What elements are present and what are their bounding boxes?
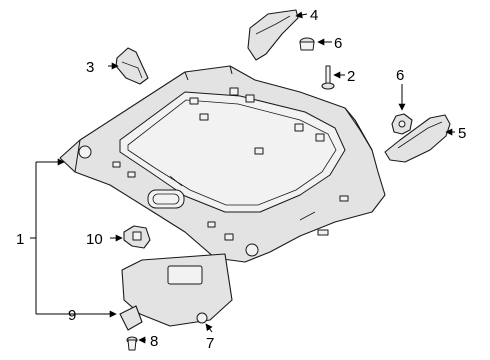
part-9-visor-clip xyxy=(119,305,143,331)
callout-5: 5 xyxy=(458,125,466,142)
part-6-clip-right xyxy=(391,113,413,135)
part-2-screw xyxy=(321,65,335,90)
callout-1: 1 xyxy=(16,231,24,248)
callout-7: 7 xyxy=(206,335,214,352)
callout-9: 9 xyxy=(68,307,76,324)
callout-6-right: 6 xyxy=(396,67,404,84)
part-6-push-pin-upper xyxy=(299,37,315,51)
sunvisor xyxy=(121,253,233,327)
callout-2: 2 xyxy=(347,68,355,85)
part-4-pillar-trim xyxy=(247,9,299,61)
callout-10: 10 xyxy=(86,231,103,248)
callout-6-upper: 6 xyxy=(334,35,342,52)
callout-8: 8 xyxy=(150,333,158,350)
headliner-panel xyxy=(59,65,386,263)
callout-3: 3 xyxy=(86,59,94,76)
callout-4: 4 xyxy=(310,7,318,24)
part-3-bracket xyxy=(115,47,149,85)
part-10-bracket xyxy=(123,225,151,249)
leader-lines xyxy=(30,11,455,344)
part-8-screw xyxy=(126,336,138,351)
